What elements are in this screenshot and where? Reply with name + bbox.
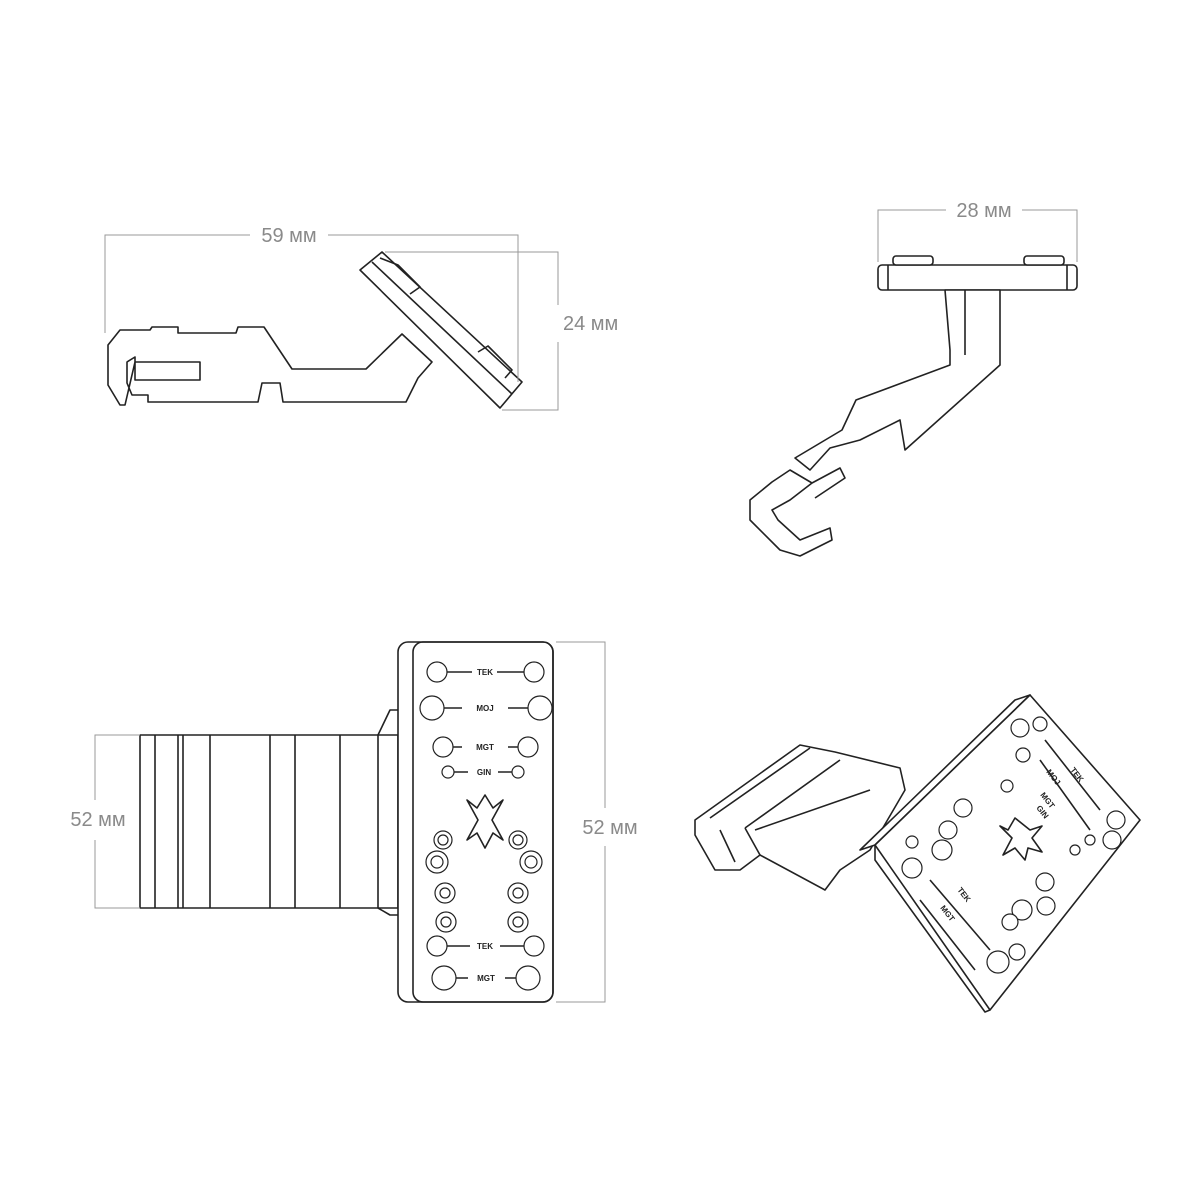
dim-28-label: 28 мм xyxy=(956,200,1011,222)
side-plate xyxy=(359,251,523,409)
front-plate-lines xyxy=(444,671,528,979)
iso-plate-lines xyxy=(919,739,1101,971)
plate-label-gin: GIN xyxy=(477,768,491,777)
threaded-holes xyxy=(425,830,543,933)
plate-label-moj: MOJ xyxy=(476,704,493,713)
front-bracket xyxy=(377,709,398,916)
dim-52-right-line xyxy=(556,641,606,1003)
end-rail xyxy=(749,469,833,557)
front-plate-holes xyxy=(419,661,553,991)
end-pad-left xyxy=(892,255,934,266)
logo-x-icon xyxy=(466,794,504,849)
iso-plate-thickness xyxy=(874,845,991,1013)
iso-view: TEK MOJ MGT GIN TEK MGT xyxy=(694,694,1141,1013)
iso-plate-holes xyxy=(901,716,1126,974)
plate-label-tek-bottom: TEK xyxy=(477,942,493,951)
dim-24-label: 24 мм xyxy=(563,313,618,335)
end-view: 28 мм xyxy=(749,200,1078,557)
end-plate xyxy=(877,264,1078,291)
side-view: 59 мм 24 мм xyxy=(104,225,618,411)
plate-label-mgt-top: MGT xyxy=(476,743,494,752)
dim-52-left-label: 52 мм xyxy=(70,809,125,831)
iso-logo-x-icon xyxy=(999,817,1043,861)
side-pad-top xyxy=(379,257,421,295)
end-arm xyxy=(794,289,1001,471)
dim-24-line xyxy=(385,251,559,411)
side-plate-edge xyxy=(371,261,513,395)
side-pad-bottom xyxy=(477,345,513,379)
end-pad-right xyxy=(1023,255,1065,266)
plate-label-mgt-bottom: MGT xyxy=(477,974,495,983)
iso-rail-edges xyxy=(709,747,871,863)
iso-rail xyxy=(694,744,906,891)
dim-59-line xyxy=(104,234,519,382)
end-rail-slot xyxy=(811,467,846,499)
dim-59-label: 59 мм xyxy=(261,225,316,247)
side-body-profile xyxy=(107,326,433,406)
dim-52-right-label: 52 мм xyxy=(582,817,637,839)
front-view: TEK MOJ MGT GIN TEK MGT 52 мм 52 мм xyxy=(70,641,638,1003)
dim-52-left-line xyxy=(94,734,140,909)
end-plate-chamfer xyxy=(887,265,1068,290)
dim-28-line xyxy=(877,209,1078,262)
front-body-grooves xyxy=(154,735,379,908)
front-plate-face xyxy=(412,641,554,1003)
plate-label-tek-top: TEK xyxy=(477,668,493,677)
